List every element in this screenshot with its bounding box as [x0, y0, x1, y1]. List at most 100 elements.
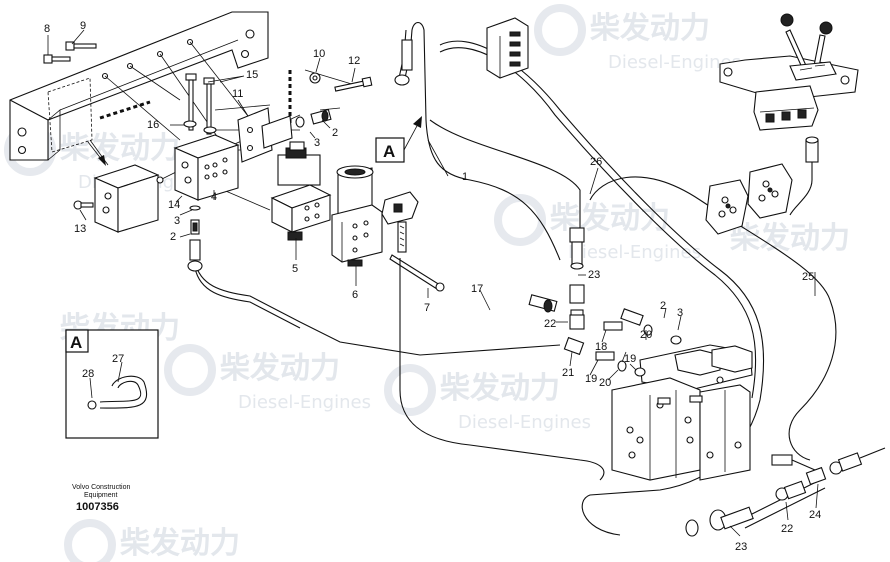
connector-plug [381, 191, 419, 253]
watermark-cn: 柴发动力 [120, 526, 240, 561]
fitting-2-top [295, 108, 332, 128]
nut-10 [309, 72, 321, 84]
callout-23-lower: 23 [735, 541, 747, 553]
hose-loop [399, 258, 605, 481]
o-ring-16b [203, 126, 217, 134]
detail-a-label: A [70, 333, 82, 352]
watermark-logo-icon [534, 4, 586, 56]
alignment-line [99, 100, 151, 120]
callout-11: 11 [232, 88, 243, 100]
callout-18: 18 [595, 341, 607, 353]
watermark-cn: 柴发动力 [550, 201, 670, 236]
watermark-cn: 柴发动力 [440, 371, 560, 406]
callout-16: 16 [147, 119, 159, 131]
hose-17-inner [194, 267, 301, 329]
callout-22-upper: 22 [544, 318, 556, 330]
callout-2: 2 [332, 127, 338, 139]
screw-12 [334, 76, 373, 92]
fitting-23-upper [569, 227, 585, 329]
hose-fitting-2 [189, 239, 201, 261]
watermark-cn: 柴发动力 [590, 11, 710, 46]
terminal-block [486, 17, 529, 79]
view-marker-a-label: A [383, 142, 395, 161]
hose-25 [589, 176, 837, 461]
watermark-logo-icon [164, 344, 216, 396]
callout-24: 24 [809, 509, 821, 521]
callout-26: 26 [590, 156, 602, 168]
watermark-logo-icon [494, 194, 546, 246]
callout-9: 9 [80, 20, 86, 32]
callout-5: 5 [292, 263, 298, 275]
o-ring-16 [183, 120, 197, 128]
hose-1-main [439, 40, 765, 536]
callout-2-right: 2 [660, 300, 666, 312]
callout-13: 13 [74, 223, 86, 235]
fitting-22-lower [775, 480, 807, 501]
callout-labels: 8 9 10 12 15 11 16 2 3 1 26 25 17 13 14 … [44, 20, 821, 553]
hose-17 [194, 261, 561, 356]
callout-3-right: 3 [677, 307, 683, 319]
callout-20-lower: 20 [599, 377, 611, 389]
hose-26 [429, 119, 581, 230]
hose-1-fitting [401, 39, 413, 71]
fitting-14 [156, 176, 201, 235]
watermark-en: Diesel-Engines [238, 392, 371, 413]
bolt-8 [43, 54, 71, 64]
callout-23-upper: 23 [588, 269, 600, 281]
fitting-valve-right [771, 454, 816, 471]
mounting-bracket [9, 11, 269, 161]
hose-23-lower [685, 479, 826, 537]
callout-3: 3 [314, 137, 320, 149]
watermark-en: Diesel-Engines [608, 52, 741, 73]
fittings-cluster [528, 294, 682, 377]
callout-6: 6 [352, 289, 358, 301]
callout-15: 15 [246, 69, 258, 81]
callout-21: 21 [562, 367, 574, 379]
connector-housing-right [747, 163, 793, 219]
plate-11 [237, 107, 293, 163]
connector-housing-left [705, 179, 749, 235]
callout-8: 8 [44, 23, 50, 35]
callout-leaders [47, 29, 819, 537]
bolt-9 [65, 41, 97, 51]
callout-7: 7 [424, 302, 430, 314]
watermark-en: Diesel-Engines [458, 412, 591, 433]
callout-22-lower: 22 [781, 523, 793, 535]
watermark-logo-icon [64, 519, 116, 562]
hose-1 [404, 21, 561, 261]
callout-20-upper: 20 [640, 329, 652, 341]
hose-1-end [394, 74, 410, 86]
solenoid-valve-6 [331, 165, 383, 267]
callout-2-left: 2 [170, 231, 176, 243]
caption-line1: Volvo Construction [72, 484, 130, 491]
callout-27: 27 [112, 353, 124, 365]
valve-block-13 [93, 164, 160, 233]
callout-1: 1 [462, 171, 468, 183]
screw-13 [73, 200, 94, 210]
fitting-24 [805, 447, 886, 486]
caption-line2: Equipment [84, 492, 118, 499]
arrow-head-icon [98, 155, 106, 166]
callout-17: 17 [471, 283, 483, 295]
callout-4: 4 [211, 191, 217, 203]
arrow-line [87, 141, 103, 161]
watermark-cn: 柴发动力 [60, 131, 180, 166]
control-lever-assembly [719, 13, 859, 216]
callout-25: 25 [802, 271, 814, 283]
valve-block-4 [173, 134, 240, 201]
screw-7 [389, 254, 445, 292]
callout-19-lower: 19 [585, 373, 597, 385]
callout-10: 10 [313, 48, 325, 60]
watermark-cn: 柴发动力 [730, 221, 850, 256]
callout-28: 28 [82, 368, 94, 380]
bolt-15 [185, 73, 215, 135]
watermark-cn: 柴发动力 [220, 351, 340, 386]
detail-box-a [65, 329, 159, 439]
callout-3-left: 3 [174, 215, 180, 227]
callout-12: 12 [348, 55, 360, 67]
view-marker-a [375, 116, 422, 163]
watermark-layer: 柴发动力 Diesel-Engines 柴发动力 Diesel-Engines … [4, 4, 850, 562]
hose-end-fitting [187, 260, 203, 272]
watermark-logo-icon [384, 364, 436, 416]
